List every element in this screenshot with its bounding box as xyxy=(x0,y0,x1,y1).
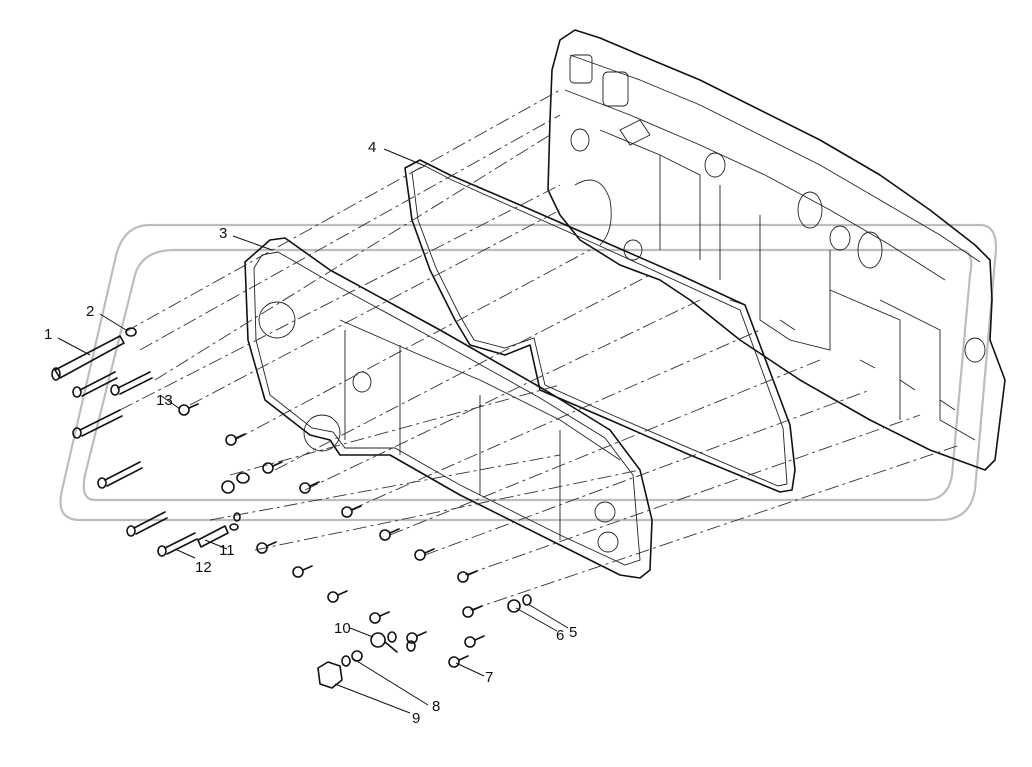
callout-2: 2 xyxy=(86,303,94,320)
short-bolt xyxy=(379,528,400,541)
callout-13: 13 xyxy=(156,392,173,409)
bolt xyxy=(72,371,118,398)
bolt xyxy=(72,409,123,439)
callout-10: 10 xyxy=(334,620,351,637)
long-stud-item-1 xyxy=(51,335,125,381)
gasket xyxy=(404,159,796,493)
short-bolt xyxy=(462,605,483,618)
short-bolt xyxy=(369,611,390,624)
dowel-item-11 xyxy=(197,523,239,548)
callout-7: 7 xyxy=(485,669,493,686)
callout-11: 11 xyxy=(219,542,235,559)
callout-leaders xyxy=(57,148,569,714)
short-bolt xyxy=(341,505,362,518)
drain-plug-item-9 xyxy=(317,650,363,689)
bolt xyxy=(110,371,153,396)
short-bolt xyxy=(256,541,277,554)
short-bolt xyxy=(225,433,246,446)
callout-12: 12 xyxy=(195,559,212,576)
plug xyxy=(221,472,250,494)
short-bolt-item-7 xyxy=(448,655,469,668)
short-bolt xyxy=(178,403,199,416)
short-bolt xyxy=(457,570,478,583)
short-bolt xyxy=(327,590,348,603)
short-bolt xyxy=(262,461,283,474)
callout-4: 4 xyxy=(368,139,376,156)
callout-9: 9 xyxy=(412,710,420,727)
banjo-fitting-item-10 xyxy=(370,631,416,653)
callout-3: 3 xyxy=(219,225,227,242)
short-bolt xyxy=(464,635,485,648)
callout-5: 5 xyxy=(569,624,577,641)
short-bolt xyxy=(406,631,427,644)
watermark xyxy=(59,223,998,522)
side-cover xyxy=(244,237,653,579)
nut-item-2 xyxy=(125,327,137,337)
bolt xyxy=(157,532,198,557)
bolt xyxy=(97,461,143,489)
alignment-lines xyxy=(119,89,961,611)
callout-1: 1 xyxy=(44,326,52,343)
callout-8: 8 xyxy=(432,698,440,715)
fasteners xyxy=(51,327,532,689)
washer xyxy=(233,512,241,522)
short-bolt xyxy=(414,548,435,561)
callout-6: 6 xyxy=(556,627,564,644)
short-bolt xyxy=(299,481,320,494)
short-bolt xyxy=(292,565,313,578)
callout-labels: 1 2 3 4 5 6 7 8 9 10 11 12 13 xyxy=(44,139,577,727)
plug-item-5 xyxy=(507,594,532,613)
bolt xyxy=(126,511,168,537)
